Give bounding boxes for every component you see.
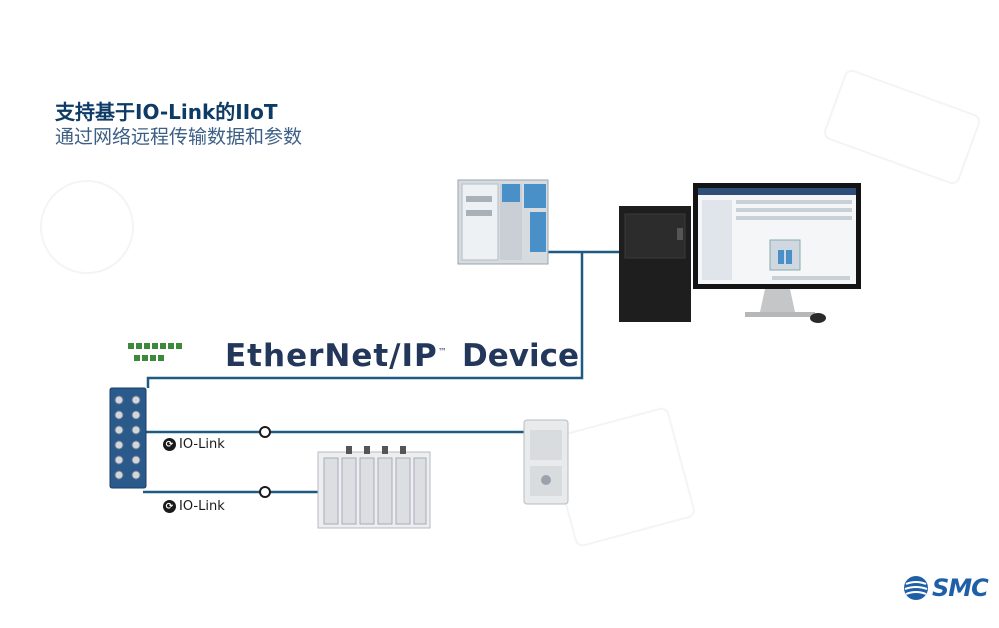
smc-logo: SMC <box>902 574 989 602</box>
plc-controller <box>457 179 549 265</box>
profinet-logo <box>128 341 184 369</box>
brand-name: SMC <box>932 574 989 602</box>
cable-ethernet <box>146 252 584 388</box>
page-title: 支持基于IO-Link的IIoT <box>55 100 278 124</box>
ethernet-ip-label: EtherNet/IP <box>225 338 438 374</box>
io-link-text: IO-Link <box>179 499 225 514</box>
io-link-master <box>109 387 147 489</box>
trademark-mark: ™ <box>437 347 448 358</box>
io-link-device <box>523 419 569 505</box>
smc-globe-icon <box>904 576 928 600</box>
device-label: Device <box>462 338 579 374</box>
ethernet-ip-logo: EtherNet/IP™ <box>225 338 448 374</box>
io-link-icon: ⟳ <box>163 500 176 513</box>
valve-manifold <box>317 446 431 529</box>
io-link-label-2: ⟳ IO-Link <box>163 499 225 514</box>
io-link-text: IO-Link <box>179 437 225 452</box>
pc-monitor <box>693 183 861 323</box>
pc-tower <box>619 206 691 322</box>
io-link-icon: ⟳ <box>163 438 176 451</box>
io-link-label-1: ⟳ IO-Link <box>163 437 225 452</box>
cable-connectors <box>259 426 271 498</box>
page-subtitle: 通过网络远程传输数据和参数 <box>55 126 303 148</box>
network-cables <box>143 250 620 494</box>
background-decoration <box>40 180 134 274</box>
